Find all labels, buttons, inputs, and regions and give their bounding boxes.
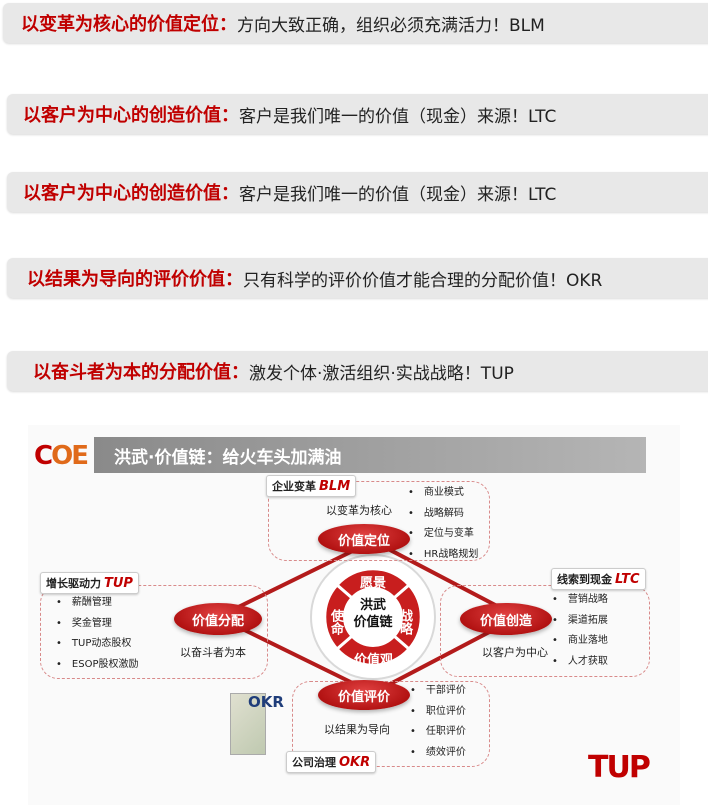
okr-book-text: OKR [248, 693, 284, 711]
list-item: 奖金管理 [56, 614, 138, 635]
list-left: 薪酬管理 奖金管理 TUP动态股权 ESOP股权激励 [56, 593, 139, 676]
list-item: 职位评价 [410, 702, 466, 723]
list-item: 绩效评价 [410, 743, 466, 764]
principle-title: 以变革为核心的价值定位： [21, 14, 237, 35]
list-bottom: 干部评价 职位评价 任职评价 绩效评价 [410, 681, 466, 763]
list-item: 商业模式 [408, 483, 478, 504]
list-item: 战略解码 [408, 504, 478, 525]
list-right: 营销战略 渠道拓展 商业落地 人才获取 [552, 590, 608, 672]
bottom-dashed-box [292, 681, 490, 767]
principle-bar-1: 以变革为核心的价值定位：方向大致正确，组织必须充满活力！BLM [3, 3, 708, 43]
oval-value-positioning: 价值定位 [318, 524, 410, 554]
ring-mission: 使命 [328, 609, 343, 635]
list-item: 薪酬管理 [56, 593, 138, 614]
principle-bar-4: 以结果为导向的评价价值：只有科学的评价价值才能合理的分配价值！OKR [7, 258, 708, 298]
principle-title: 以客户为中心的创造价值： [23, 105, 239, 126]
list-item: TUP动态股权 [56, 634, 138, 655]
principle-title: 以结果为导向的评价价值： [27, 269, 243, 290]
right-dashed-box [440, 585, 650, 677]
principle-title: 以客户为中心的创造价值： [23, 183, 239, 204]
center-label: 洪武价值链 [353, 598, 393, 630]
oval-value-creation: 价值创造 [460, 603, 552, 635]
principle-text: 客户是我们唯一的价值（现金）来源！LTC [239, 106, 557, 127]
list-item: 商业落地 [552, 631, 608, 652]
caption-right: 以客户为中心 [482, 646, 548, 659]
caption-left: 以奋斗者为本 [180, 646, 246, 659]
principle-title: 以奋斗者为本的分配价值： [33, 362, 249, 383]
diagram-title: 洪武·价值链：给火车头加满油 [94, 437, 646, 473]
list-item: 干部评价 [410, 681, 466, 702]
oval-value-distribution: 价值分配 [174, 603, 262, 635]
oval-value-evaluation: 价值评价 [318, 680, 410, 710]
caption-bottom: 以结果为导向 [324, 723, 390, 736]
list-item: 任职评价 [410, 722, 466, 743]
list-top: 商业模式 战略解码 定位与变革 HR战略规划 [408, 483, 478, 565]
tup-logo: TUP [588, 750, 651, 785]
list-item: 渠道拓展 [552, 611, 608, 632]
okr-book-image [230, 693, 266, 755]
principle-bar-2: 以客户为中心的创造价值：客户是我们唯一的价值（现金）来源！LTC [7, 94, 708, 134]
principle-text: 客户是我们唯一的价值（现金）来源！LTC [239, 184, 557, 205]
coe-logo: COE [34, 441, 89, 471]
list-item: 营销战略 [552, 590, 608, 611]
left-dashed-box [40, 585, 268, 679]
principle-text: 激发个体·激活组织·实战战略！TUP [249, 363, 514, 384]
list-item: HR战略规划 [408, 545, 478, 566]
principle-text: 只有科学的评价价值才能合理的分配价值！OKR [243, 270, 603, 291]
caption-top: 以变革为核心 [326, 504, 392, 517]
list-item: 定位与变革 [408, 524, 478, 545]
value-chain-diagram: COE 洪武·价值链：给火车头加满油 愿景 战略 价值观 使命 洪武价值链 企业… [28, 425, 680, 805]
ring-values: 价值观 [354, 653, 394, 668]
principle-bar-5: 以奋斗者为本的分配价值：激发个体·激活组织·实战战略！TUP [7, 351, 708, 391]
principle-text: 方向大致正确，组织必须充满活力！BLM [237, 15, 545, 36]
ring-strategy: 战略 [397, 609, 412, 635]
list-item: ESOP股权激励 [56, 655, 139, 676]
ring-vision: 愿景 [360, 576, 387, 591]
principle-bar-3: 以客户为中心的创造价值：客户是我们唯一的价值（现金）来源！LTC [7, 172, 708, 212]
list-item: 人才获取 [552, 652, 608, 673]
top-dashed-box [268, 481, 490, 561]
